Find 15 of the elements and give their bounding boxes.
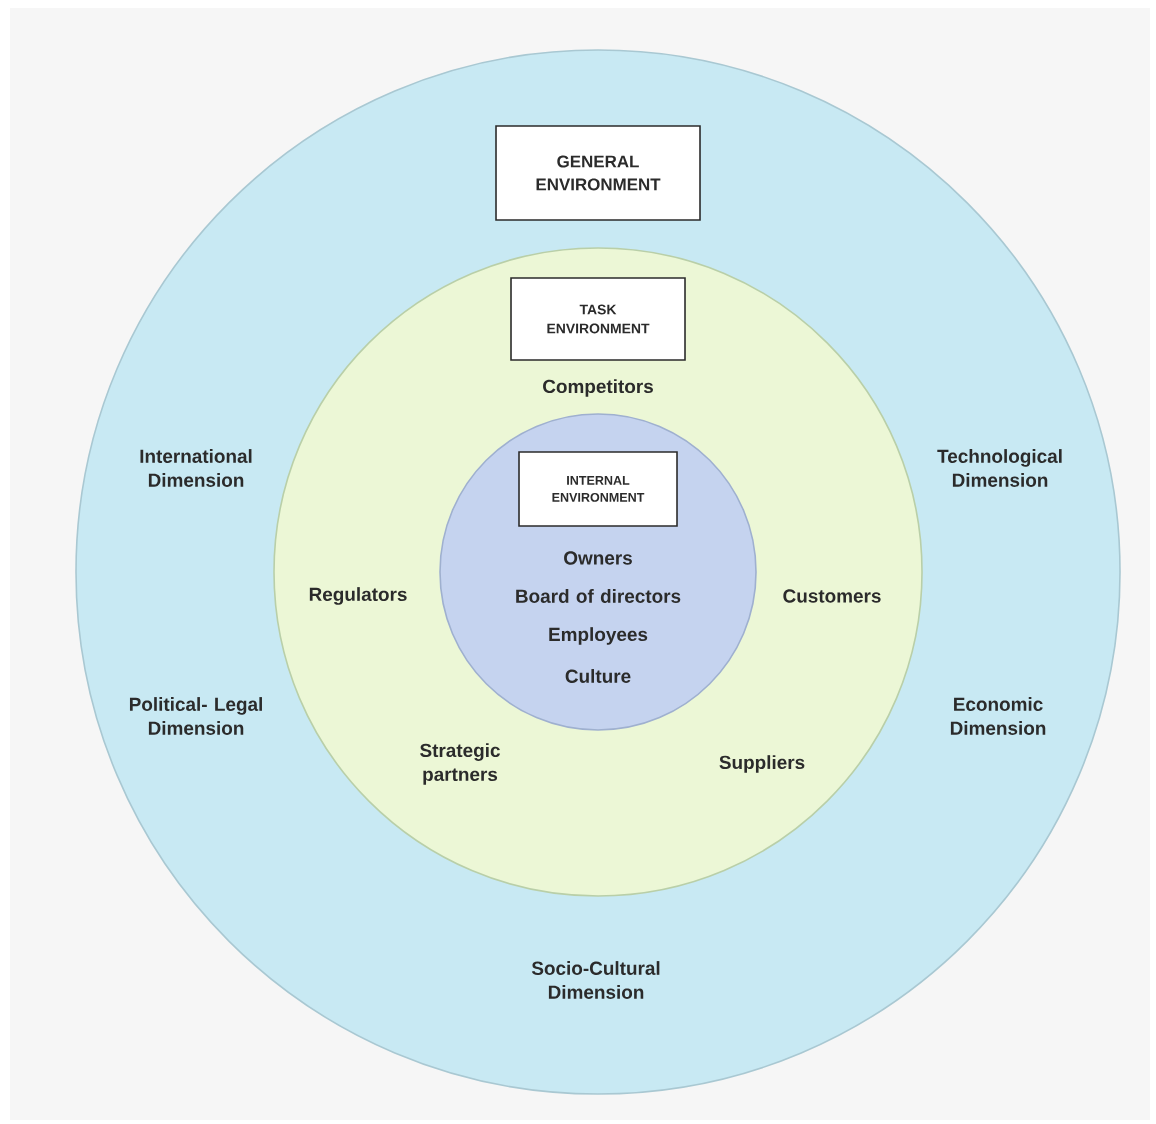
circle-label: Board of directors (516, 589, 681, 603)
heading-box: GENERAL ENVIRONMENT (495, 125, 701, 221)
circle-label: Owners (564, 551, 632, 565)
circle-label: Economic Dimension (950, 697, 1046, 735)
circle-label: Strategic partners (420, 743, 500, 785)
circle-label: Political- Legal Dimension (129, 697, 262, 735)
circle-label: Suppliers (719, 755, 805, 773)
circle-label: Employees (549, 627, 648, 645)
circle-label: Customers (783, 589, 881, 603)
circle-label: Competitors (543, 379, 653, 397)
circle-label: Socio-Cultural Dimension (531, 961, 660, 999)
circle-label: Regulators (309, 587, 407, 605)
circle-label: Culture (565, 669, 631, 683)
circle-label: Technological Dimension (937, 449, 1062, 487)
circle-label: International Dimension (140, 449, 252, 487)
